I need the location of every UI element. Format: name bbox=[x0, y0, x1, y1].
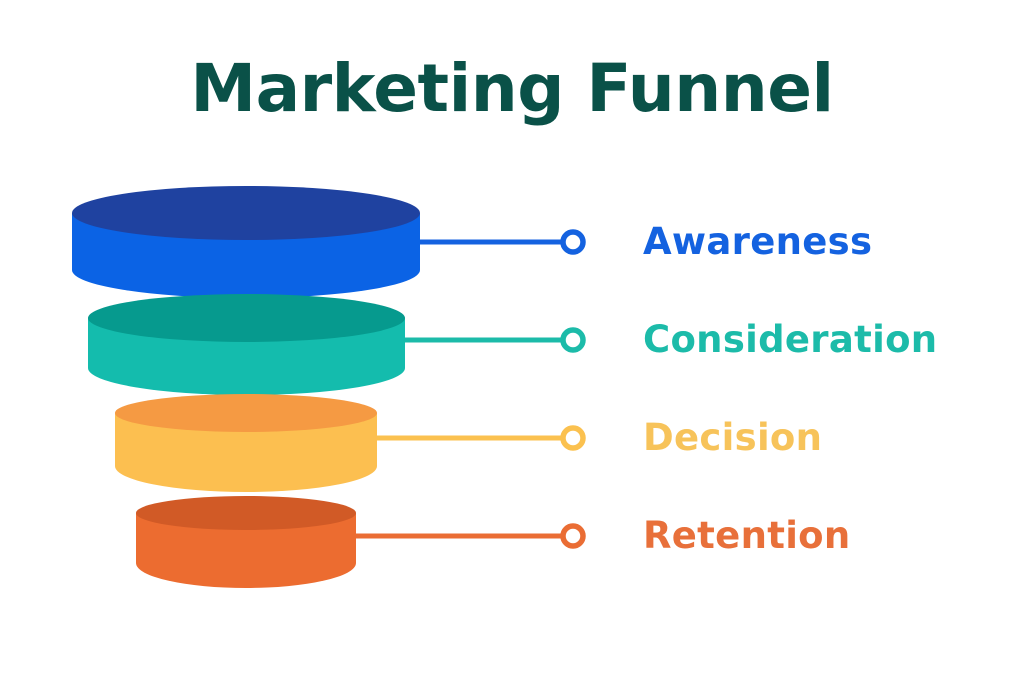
stage-label-consideration: Consideration bbox=[643, 318, 938, 361]
disc-side bbox=[115, 413, 377, 492]
funnel-stage-awareness bbox=[72, 186, 586, 298]
stage-label-awareness: Awareness bbox=[643, 220, 873, 263]
disc-top bbox=[115, 394, 377, 432]
funnel-stage-retention bbox=[136, 496, 586, 588]
connector-node-icon bbox=[560, 425, 586, 451]
funnel-stage-decision bbox=[115, 394, 586, 492]
disc-top bbox=[88, 294, 405, 342]
funnel-stage-consideration bbox=[88, 294, 586, 395]
stage-label-retention: Retention bbox=[643, 514, 851, 557]
connector-node-icon bbox=[560, 523, 586, 549]
connector-node-icon bbox=[560, 229, 586, 255]
disc-top bbox=[136, 496, 356, 530]
connector-node-icon bbox=[560, 327, 586, 353]
stage-label-decision: Decision bbox=[643, 416, 823, 459]
page-title: Marketing Funnel bbox=[190, 50, 834, 127]
disc-side bbox=[136, 513, 356, 588]
disc-top bbox=[72, 186, 420, 240]
